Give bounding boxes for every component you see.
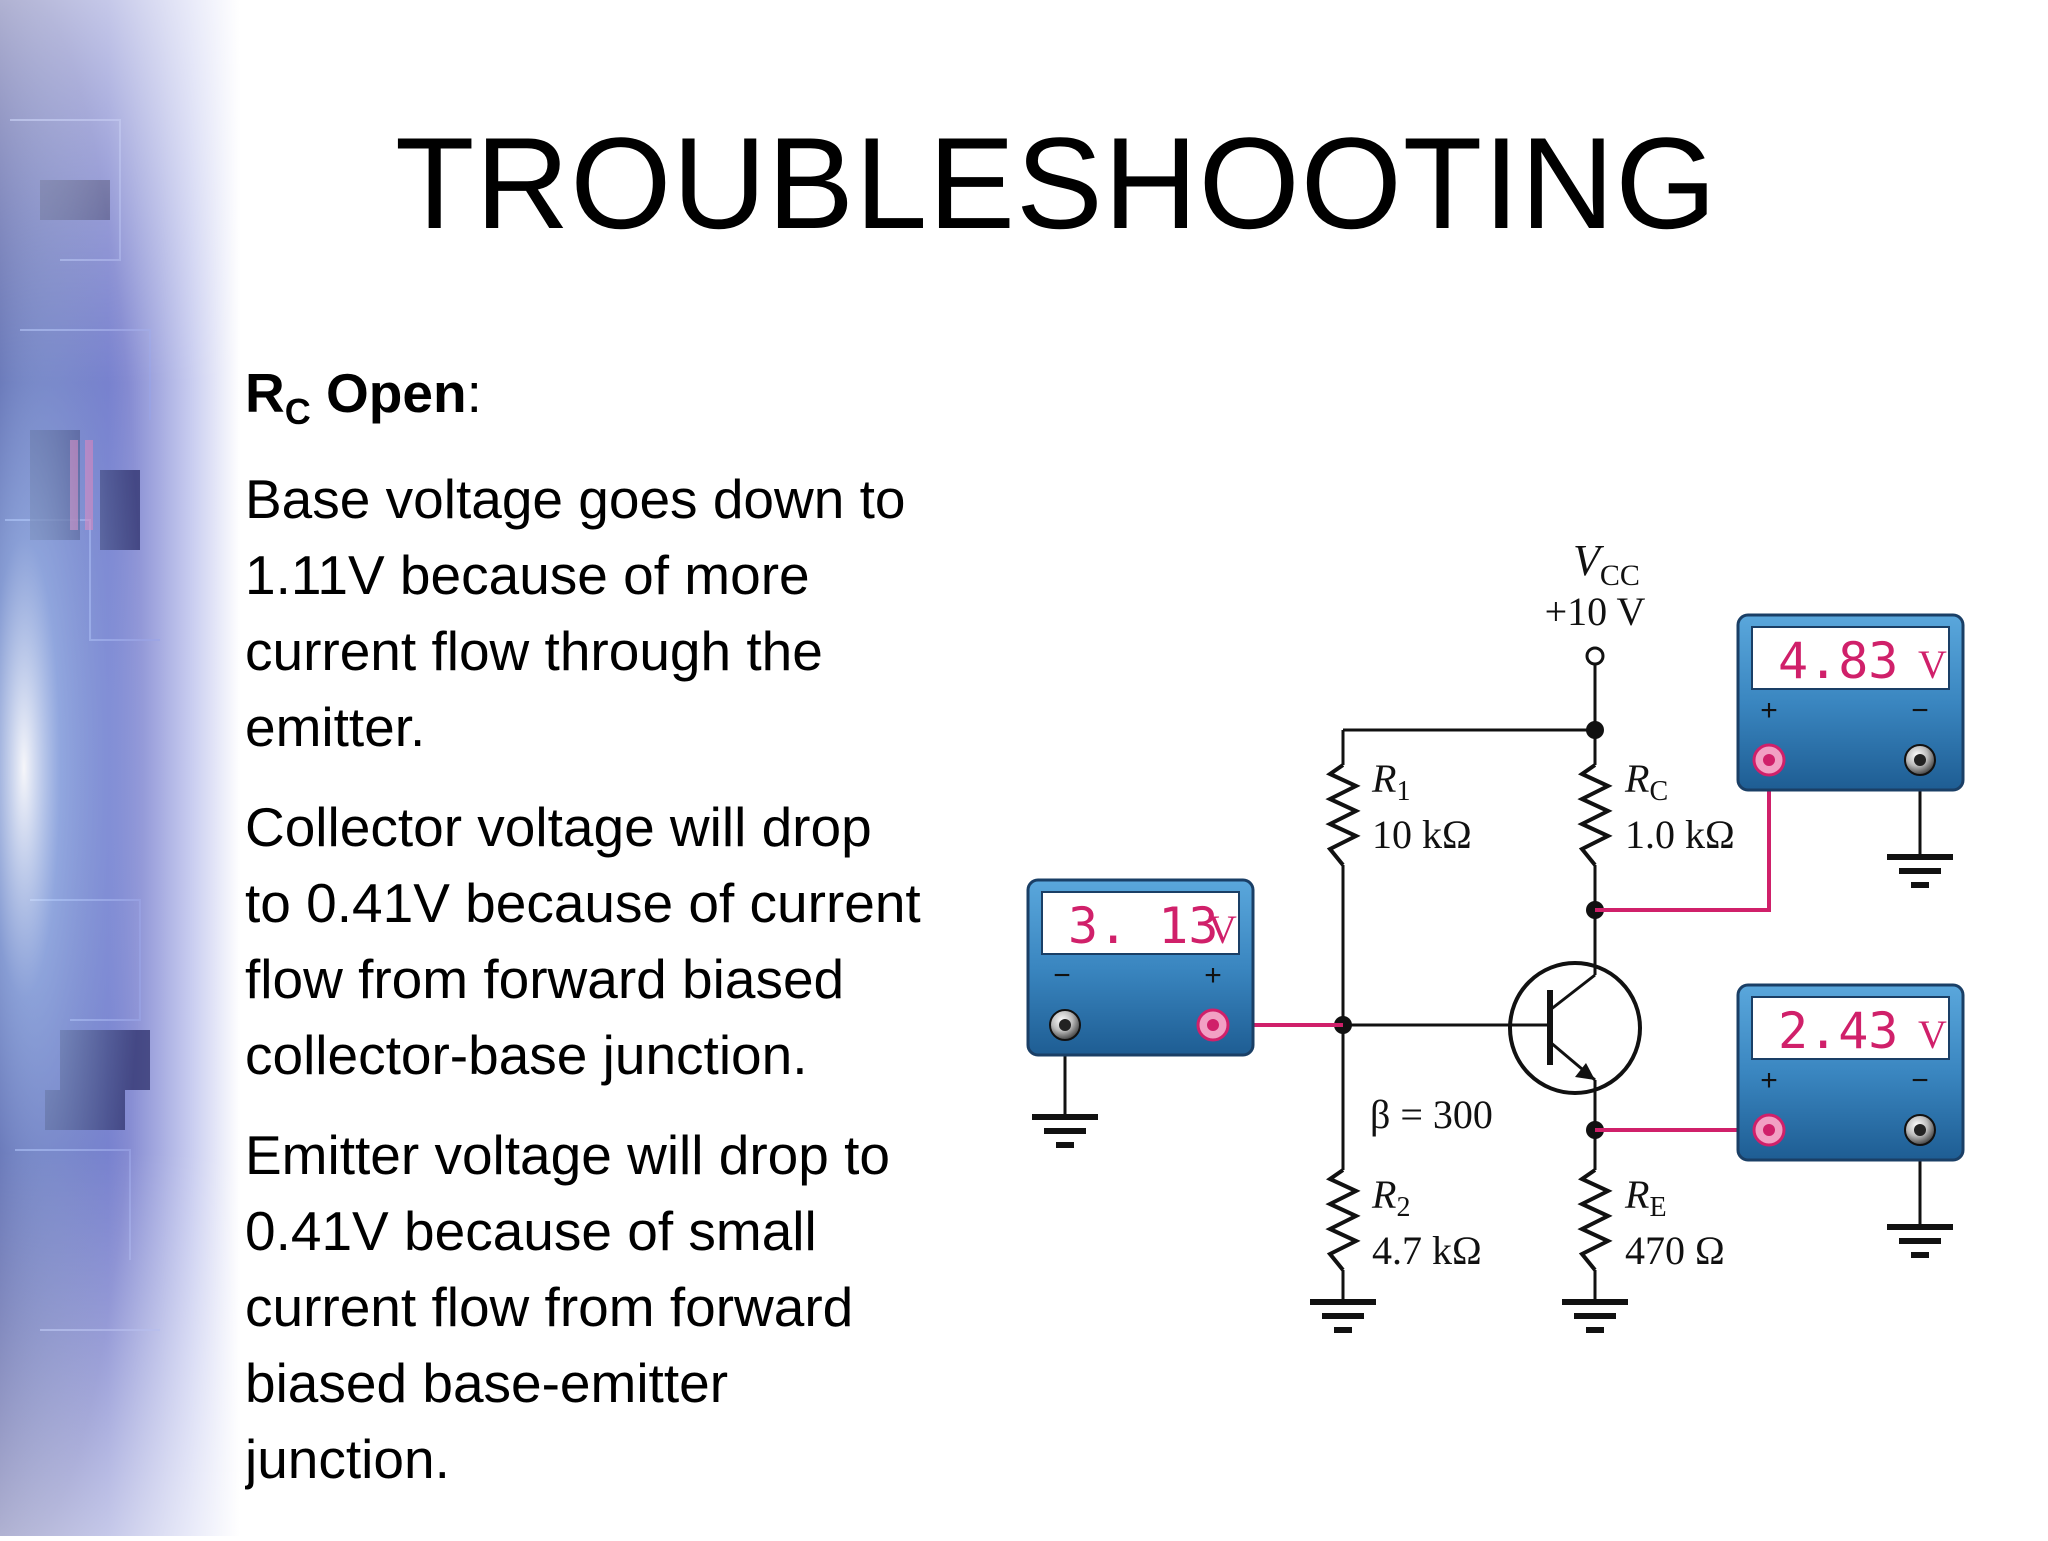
base-meter-reading: 3. 13 xyxy=(1068,897,1219,955)
paragraph-line: biased base-emitter xyxy=(245,1352,729,1415)
ground-r2-icon xyxy=(1310,1299,1376,1333)
paragraph-line: to 0.41V because of current xyxy=(245,872,921,935)
base-meter-plus-label: + xyxy=(1204,959,1222,992)
paragraph-line: current flow from forward xyxy=(245,1276,854,1339)
resistor-r2 xyxy=(1325,1168,1361,1272)
heading-subscript: C xyxy=(284,391,311,432)
r1-value: 10 kΩ xyxy=(1372,812,1472,857)
paragraph-line: current flow through the xyxy=(245,620,823,683)
r1-label: R1 xyxy=(1371,756,1410,807)
emitter-meter-reading: 2.43 xyxy=(1778,1002,1898,1060)
rc-value: 1.0 kΩ xyxy=(1625,812,1735,857)
emitter-meter-plus-label: + xyxy=(1760,1064,1778,1097)
r2-label: R2 xyxy=(1371,1172,1410,1223)
re-label: RE xyxy=(1624,1172,1667,1223)
ground-emitter-meter-icon xyxy=(1887,1224,1953,1258)
paragraph-line: Emitter voltage will drop to xyxy=(245,1124,890,1187)
r2-value: 4.7 kΩ xyxy=(1372,1228,1482,1273)
resistor-r1 xyxy=(1325,763,1361,867)
paragraph-base-voltage: Base voltage goes down to 1.11V because … xyxy=(245,461,1005,765)
paragraph-line: junction. xyxy=(245,1428,450,1491)
vcc-label: VCC xyxy=(1573,536,1640,592)
ground-re-icon xyxy=(1562,1299,1628,1333)
resistor-re xyxy=(1577,1168,1613,1272)
collector-meter-minus-label: − xyxy=(1911,694,1929,727)
resistor-rc xyxy=(1577,763,1613,867)
vcc-terminal xyxy=(1585,646,1605,666)
circuit-board-image xyxy=(0,0,240,1536)
paragraph-line: Base voltage goes down to xyxy=(245,468,906,531)
emitter-meter-minus-label: − xyxy=(1911,1064,1929,1097)
decorative-sidebar xyxy=(0,0,240,1536)
base-meter-unit: V xyxy=(1208,907,1237,952)
vcc-value: +10 V xyxy=(1545,589,1646,634)
collector-voltmeter: 4.83 V + − xyxy=(1736,613,1965,792)
emitter-voltmeter: 2.43 V + − xyxy=(1736,983,1965,1162)
emitter-meter-unit: V xyxy=(1918,1012,1947,1057)
paragraph-line: collector-base junction. xyxy=(245,1024,808,1087)
slide-title: TROUBLESHOOTING xyxy=(395,110,1718,256)
paragraph-line: flow from forward biased xyxy=(245,948,845,1011)
paragraph-line: Collector voltage will drop xyxy=(245,796,872,859)
ground-collector-meter-icon xyxy=(1887,854,1953,888)
collector-meter-plus-label: + xyxy=(1760,694,1778,727)
slide-content: RC Open: Base voltage goes down to 1.11V… xyxy=(245,360,1005,1521)
heading-text: Open xyxy=(310,362,467,424)
paragraph-collector-voltage: Collector voltage will drop to 0.41V bec… xyxy=(245,789,1005,1093)
rc-label: RC xyxy=(1624,756,1668,807)
paragraph-emitter-voltage: Emitter voltage will drop to 0.41V becau… xyxy=(245,1117,1005,1497)
npn-transistor xyxy=(1508,961,1642,1095)
heading-colon: : xyxy=(466,362,482,424)
ground-base-meter-icon xyxy=(1032,1114,1098,1148)
collector-meter-reading: 4.83 xyxy=(1778,632,1898,690)
section-heading: RC Open: xyxy=(245,360,1005,433)
paragraph-line: emitter. xyxy=(245,696,426,759)
collector-meter-unit: V xyxy=(1918,642,1947,687)
beta-label: β = 300 xyxy=(1370,1092,1493,1137)
heading-symbol: R xyxy=(245,362,285,424)
paragraph-line: 1.11V because of more xyxy=(245,544,810,607)
circuit-diagram: VCC +10 V R1 10 kΩ RC 1.0 kΩ R2 4.7 kΩ R… xyxy=(1026,536,1965,1333)
paragraph-line: 0.41V because of small xyxy=(245,1200,817,1263)
base-meter-minus-label: − xyxy=(1053,959,1071,992)
base-voltmeter: 3. 13 V − + xyxy=(1026,878,1255,1057)
re-value: 470 Ω xyxy=(1625,1228,1725,1273)
